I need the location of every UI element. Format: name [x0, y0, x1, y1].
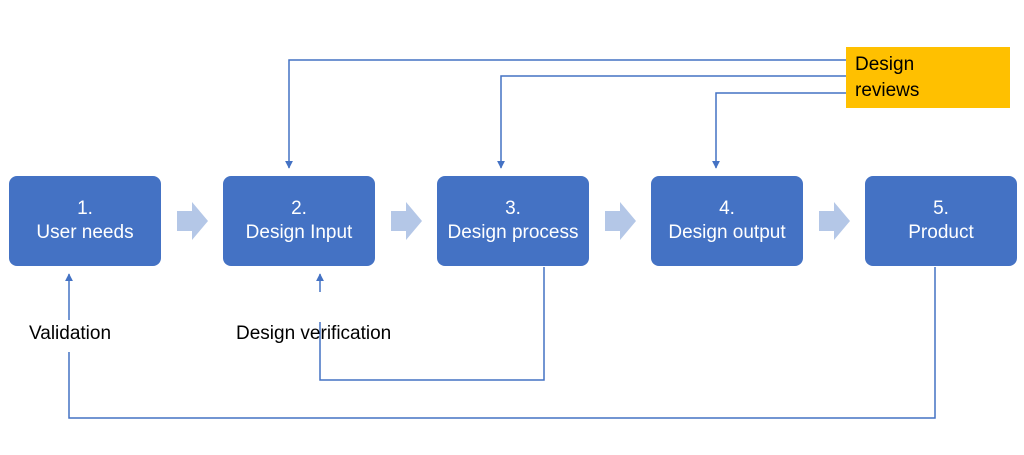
- flow-arrow-4-5: [819, 202, 850, 240]
- step-label: User needs: [36, 222, 134, 243]
- design-reviews-line1: Design: [855, 54, 915, 75]
- flow-arrow-3-4: [605, 202, 636, 240]
- design-reviews-box: Design reviews: [846, 47, 1010, 108]
- flow-arrow-2-3: [391, 202, 422, 240]
- step-number: 2.: [291, 198, 307, 219]
- step-number: 5.: [933, 198, 949, 219]
- step-label: Design process: [447, 222, 579, 243]
- design-verification-label: Design verification: [236, 323, 392, 344]
- step-label: Design Input: [245, 222, 353, 243]
- step-number: 4.: [719, 198, 735, 219]
- step-box-product: 5. Product: [865, 176, 1017, 266]
- flow-arrow-1-2: [177, 202, 208, 240]
- verification-line: [319, 267, 545, 381]
- review-line-to-design-output: [712, 92, 846, 169]
- step-label: Design output: [668, 222, 786, 243]
- step-label: Product: [908, 222, 974, 243]
- validation-label: Validation: [29, 323, 112, 344]
- step-box-design-input: 2. Design Input: [223, 176, 375, 266]
- step-number: 3.: [505, 198, 521, 219]
- design-reviews-line2: reviews: [855, 80, 920, 101]
- review-line-to-design-input: [285, 59, 846, 169]
- step-number: 1.: [77, 198, 93, 219]
- step-box-user-needs: 1. User needs: [9, 176, 161, 266]
- validation-line: [68, 267, 936, 419]
- step-box-design-process: 3. Design process: [437, 176, 589, 266]
- review-line-to-design-process: [497, 75, 846, 169]
- step-box-design-output: 4. Design output: [651, 176, 803, 266]
